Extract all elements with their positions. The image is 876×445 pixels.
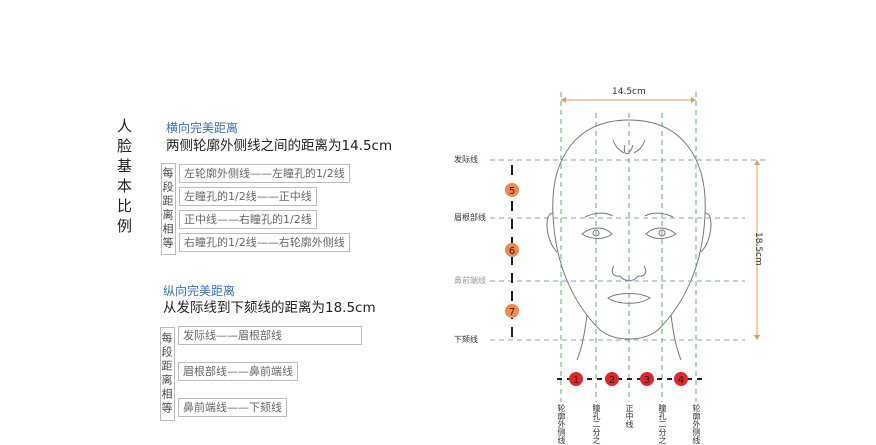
svg-text:4: 4	[678, 375, 684, 386]
vertical-segment-marker: 5	[505, 183, 519, 197]
vertical-summary: 从发际线到下颏线的距离为18.5cm	[163, 300, 376, 316]
vertical-row: 发际线——眉根部线	[178, 326, 362, 345]
svg-text:7: 7	[509, 307, 515, 318]
vertical-heading: 纵向完美距离	[163, 284, 236, 298]
horizontal-row: 右瞳孔的1/2线——右轮廓外侧线	[179, 233, 350, 252]
horizontal-row: 左轮廓外侧线——左瞳孔的1/2线	[179, 164, 350, 183]
svg-text:2: 2	[609, 375, 615, 386]
bottom-label: 正中线	[625, 404, 634, 428]
horizontal-segment-marker: 4	[674, 372, 688, 386]
brow-line-label: 眉根部线	[454, 213, 486, 222]
svg-text:3: 3	[644, 375, 650, 386]
horizontal-segment-marker: 3	[640, 372, 654, 386]
height-label: 18.5cm	[753, 232, 763, 266]
bottom-label: 轮廓外侧线	[692, 404, 701, 444]
width-dimension	[561, 97, 696, 103]
vertical-segment-marker: 7	[505, 304, 519, 318]
vertical-segment-marker: 6	[505, 243, 519, 257]
horizontal-row: 正中线——右瞳孔的1/2线	[179, 210, 317, 229]
vertical-column-label: 每段距离相等	[160, 327, 175, 421]
svg-text:5: 5	[509, 186, 515, 197]
horizontal-heading: 横向完美距离	[166, 121, 239, 135]
bottom-label: 瞳孔二分之	[658, 404, 667, 444]
hairline-label: 发际线	[454, 155, 478, 164]
chin-line-label: 下颏线	[454, 335, 478, 344]
horizontal-segment-marker: 2	[605, 372, 619, 386]
horizontal-column-label: 每段距离相等	[161, 163, 176, 255]
nose-line-label: 鼻前端线	[454, 276, 486, 285]
vertical-row: 鼻前端线——下颏线	[178, 398, 287, 417]
bottom-label: 瞳孔二分之	[592, 404, 601, 444]
vertical-row: 眉根部线——鼻前端线	[178, 362, 298, 381]
horizontal-segment-marker: 1	[569, 372, 583, 386]
svg-text:6: 6	[509, 246, 515, 257]
horizontal-row: 左瞳孔的1/2线——正中线	[179, 187, 317, 206]
width-label: 14.5cm	[612, 87, 646, 97]
svg-text:1: 1	[573, 375, 579, 386]
height-dimension	[754, 160, 760, 340]
bottom-label: 轮廓外侧线	[557, 404, 566, 444]
horizontal-summary: 两侧轮廓外侧线之间的距离为14.5cm	[166, 138, 393, 154]
page-title: 人脸基本比例	[115, 118, 133, 238]
